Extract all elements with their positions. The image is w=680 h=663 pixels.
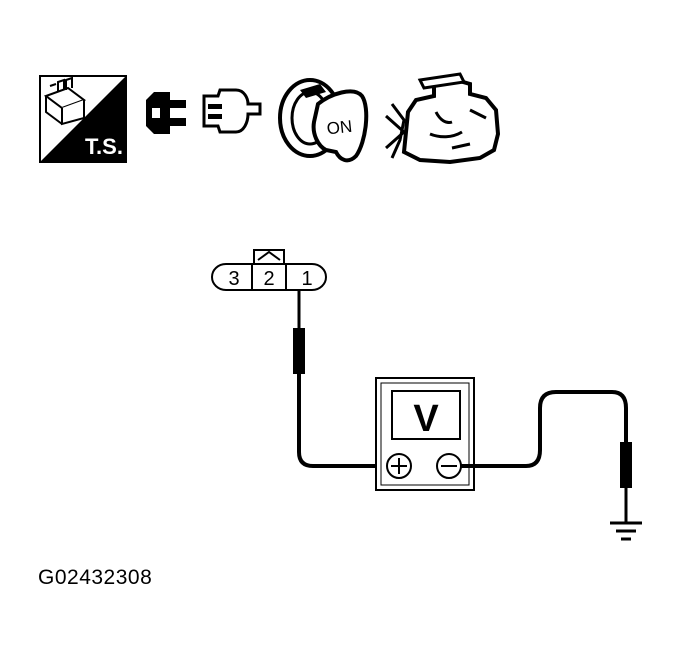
positive-terminal <box>386 453 412 479</box>
positive-probe-lead <box>293 290 386 468</box>
voltmeter: V <box>375 377 475 491</box>
ground-symbol <box>610 521 642 541</box>
ignition-on-label: ON <box>326 117 353 139</box>
connector-pin-1: 1 <box>301 268 312 290</box>
harness-connector: 3 2 1 <box>210 249 328 291</box>
connector-pin-3: 3 <box>228 268 239 290</box>
connector-disconnect-icon <box>146 88 262 134</box>
connector-pin-2: 2 <box>263 268 274 290</box>
ignition-key-on-icon: ON <box>278 78 369 163</box>
figure-id: G02432308 <box>38 566 153 589</box>
ts-label: T.S. <box>85 134 123 159</box>
engine-icon <box>385 72 501 165</box>
troubleshooting-tool-icon: T.S. <box>39 75 127 163</box>
negative-probe-lead <box>461 390 632 522</box>
voltmeter-display-label: V <box>413 398 439 440</box>
negative-terminal <box>436 453 462 479</box>
